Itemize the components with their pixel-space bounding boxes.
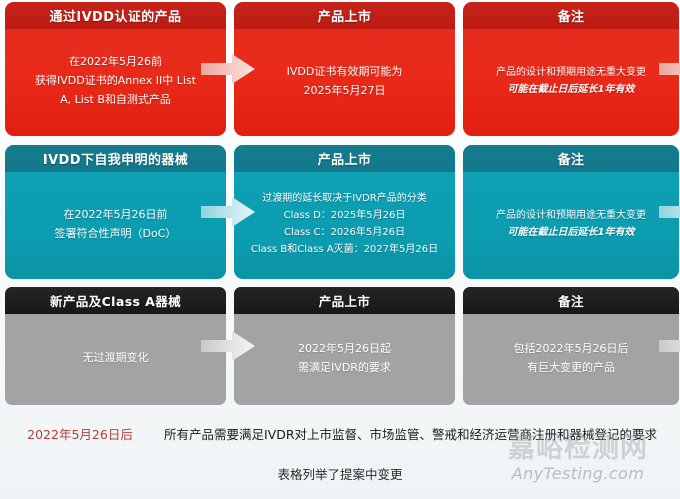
table-cell: 产品上市 2022年5月26日起 需满足IVDR的要求: [234, 287, 680, 405]
panel-header: 通过IVDD认证的产品: [5, 2, 226, 29]
body-line: 需满足IVDR的要求: [298, 360, 391, 374]
panel-self-declared-remark: 备注 产品的设计和预期用途无重大变更 可能在截止日后延长1年有效: [463, 145, 679, 279]
table-cell: 新产品及Class A器械 无过渡期变化: [5, 287, 255, 405]
panel-header: 产品上市: [234, 2, 455, 29]
table-cell: 通过IVDD认证的产品 在2022年5月26前 获得IVDD证书的Annex I…: [5, 2, 255, 136]
footer-caption: 表格列举了提案中变更: [277, 467, 403, 482]
panel-self-declared-market: 产品上市 过渡期的延长取决于IVDR产品的分类 Class D：2025年5月2…: [234, 145, 455, 279]
body-line: 有巨大变更的产品: [527, 360, 615, 374]
footer-requirement-row: 2022年5月26日后 所有产品需要满足IVDR对上市监督、市场监管、警戒和经济…: [0, 424, 680, 443]
panel-header: IVDD下自我申明的器械: [5, 145, 226, 172]
body-line: A, List B和自测式产品: [60, 93, 171, 106]
table-cell: IVDD下自我申明的器械 在2022年5月26日前 签署符合性声明（DoC）: [5, 145, 255, 279]
body-line: 签署符合性声明（DoC）: [54, 226, 177, 240]
body-line: 无过渡期变化: [82, 351, 149, 364]
panel-body: 在2022年5月26日前 签署符合性声明（DoC）: [5, 172, 226, 279]
table-row-ivdd-self-declared: IVDD下自我申明的器械 在2022年5月26日前 签署符合性声明（DoC）: [0, 145, 680, 279]
body-line: 产品的设计和预期用途无重大变更: [496, 209, 646, 221]
panel-body: 产品的设计和预期用途无重大变更 可能在截止日后延长1年有效: [463, 29, 679, 136]
panel-header: 新产品及Class A器械: [5, 287, 226, 314]
body-line: 在2022年5月26日前: [63, 207, 168, 221]
table-cell: 产品上市 过渡期的延长取决于IVDR产品的分类 Class D：2025年5月2…: [234, 145, 680, 279]
panel-body: 2022年5月26日起 需满足IVDR的要求: [234, 314, 455, 405]
panel-body: 在2022年5月26前 获得IVDD证书的Annex II中 List A, L…: [5, 29, 226, 136]
panel-header: 备注: [463, 145, 679, 172]
panel-new-class-a-market: 产品上市 2022年5月26日起 需满足IVDR的要求: [234, 287, 455, 405]
table-row-ivdd-certified: 通过IVDD认证的产品 在2022年5月26前 获得IVDD证书的Annex I…: [0, 2, 680, 136]
body-line: 2022年5月26日起: [298, 341, 391, 355]
table-cell: 产品上市 IVDD证书有效期可能为 2025年5月27日: [234, 2, 680, 136]
table-cell: 备注 包括2022年5月26日后 有巨大变更的产品: [463, 287, 679, 405]
panel-new-class-a-remark: 备注 包括2022年5月26日后 有巨大变更的产品: [463, 287, 679, 405]
panel-header: 备注: [463, 287, 679, 314]
body-line: Class C：2026年5月26日: [283, 226, 405, 238]
body-line: IVDD证书有效期可能为: [286, 64, 403, 78]
footer-date-label: 2022年5月26日后: [27, 427, 133, 442]
table-cell: 备注 产品的设计和预期用途无重大变更 可能在截止日后延长1年有效: [463, 2, 679, 136]
panel-self-declared-category: IVDD下自我申明的器械 在2022年5月26日前 签署符合性声明（DoC）: [5, 145, 226, 279]
panel-header: 产品上市: [234, 145, 455, 172]
body-line: 2025年5月27日: [303, 83, 386, 97]
body-line: 过渡期的延长取决于IVDR产品的分类: [262, 192, 427, 204]
panel-ivdd-certified-category: 通过IVDD认证的产品 在2022年5月26前 获得IVDD证书的Annex I…: [5, 2, 226, 136]
body-line: 获得IVDD证书的Annex II中 List: [35, 74, 196, 87]
body-line: Class B和Class A灭菌：2027年5月26日: [250, 243, 439, 255]
body-line: 包括2022年5月26日后: [513, 341, 629, 355]
body-line: Class D：2025年5月26日: [283, 209, 406, 221]
panel-body: IVDD证书有效期可能为 2025年5月27日: [234, 29, 455, 136]
body-line: 在2022年5月26前: [69, 55, 162, 68]
footer-notes: 2022年5月26日后 所有产品需要满足IVDR对上市监督、市场监管、警戒和经济…: [0, 412, 680, 499]
panel-body: 过渡期的延长取决于IVDR产品的分类 Class D：2025年5月26日 Cl…: [234, 172, 455, 279]
panel-header: 备注: [463, 2, 679, 29]
body-line: 可能在截止日后延长1年有效: [507, 226, 635, 238]
panel-ivdd-certified-remark: 备注 产品的设计和预期用途无重大变更 可能在截止日后延长1年有效: [463, 2, 679, 136]
panel-new-class-a-category: 新产品及Class A器械 无过渡期变化: [5, 287, 226, 405]
body-line: 产品的设计和预期用途无重大变更: [496, 66, 646, 78]
footer-requirement-text: 所有产品需要满足IVDR对上市监督、市场监管、警戒和经济运营商注册和器械登记的要…: [164, 427, 658, 442]
panel-ivdd-certified-market: 产品上市 IVDD证书有效期可能为 2025年5月27日: [234, 2, 455, 136]
panel-body: 产品的设计和预期用途无重大变更 可能在截止日后延长1年有效: [463, 172, 679, 279]
panel-body: 包括2022年5月26日后 有巨大变更的产品: [463, 314, 679, 405]
body-line: 可能在截止日后延长1年有效: [507, 83, 635, 95]
panel-body: 无过渡期变化: [5, 314, 226, 405]
panel-header: 产品上市: [234, 287, 455, 314]
table-row-new-and-class-a: 新产品及Class A器械 无过渡期变化: [0, 287, 680, 405]
table-cell: 备注 产品的设计和预期用途无重大变更 可能在截止日后延长1年有效: [463, 145, 679, 279]
